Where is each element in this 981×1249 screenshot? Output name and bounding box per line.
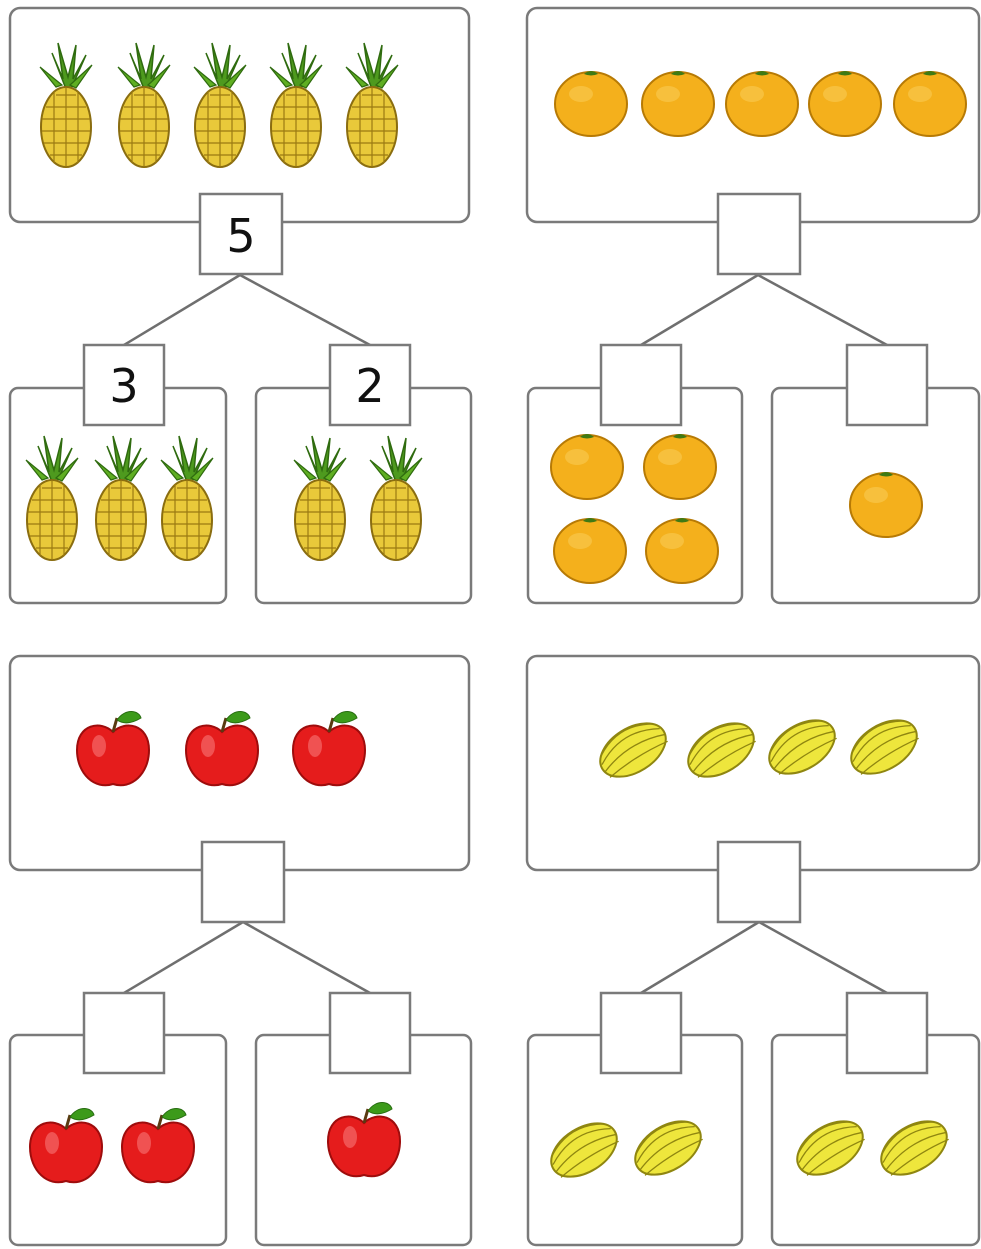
- orange-icon: [554, 70, 628, 137]
- orange-icon: [725, 70, 799, 137]
- whole-number-box[interactable]: [716, 192, 802, 276]
- part-number-left: 3: [109, 359, 138, 413]
- orange-icon: [808, 70, 882, 137]
- part-oranges-right: [849, 471, 923, 538]
- bond-line-left: [123, 920, 244, 995]
- bond-line-left: [640, 920, 760, 995]
- whole-number: 5: [226, 209, 255, 263]
- part-number-box-right[interactable]: [328, 343, 412, 427]
- part-number-box-left[interactable]: [599, 991, 683, 1075]
- orange-icon: [893, 70, 967, 137]
- whole-picture-box: [525, 654, 981, 872]
- part-number-box-right[interactable]: [328, 991, 412, 1075]
- whole-oranges: [554, 70, 967, 137]
- bond-line-right: [242, 920, 371, 995]
- bond-line-left: [123, 273, 241, 347]
- bond-line-left: [640, 273, 759, 347]
- bond-line-right: [758, 920, 888, 995]
- bond-line-right: [757, 273, 888, 347]
- part-number-box-right[interactable]: [845, 991, 929, 1075]
- part-number-box-left[interactable]: [599, 343, 683, 427]
- orange-icon: [645, 517, 719, 584]
- part-number-box-right[interactable]: [845, 343, 929, 427]
- part-number-box-left[interactable]: [82, 991, 166, 1075]
- orange-icon: [641, 70, 715, 137]
- whole-number-box[interactable]: [198, 192, 284, 276]
- part-number-box-left[interactable]: [82, 343, 166, 427]
- whole-number-box[interactable]: [200, 840, 286, 924]
- orange-icon: [849, 471, 923, 538]
- bond-panel-melon: [525, 654, 981, 1247]
- orange-icon: [553, 517, 627, 584]
- whole-number-box[interactable]: [716, 840, 802, 924]
- bond-panel-pineapple: 5 3 2: [8, 6, 473, 605]
- bond-panel-orange: [525, 6, 981, 605]
- bond-line-right: [239, 273, 371, 347]
- orange-icon: [643, 433, 717, 500]
- part-number-right: 2: [355, 359, 384, 413]
- orange-icon: [550, 433, 624, 500]
- bond-panel-apple: [8, 654, 473, 1247]
